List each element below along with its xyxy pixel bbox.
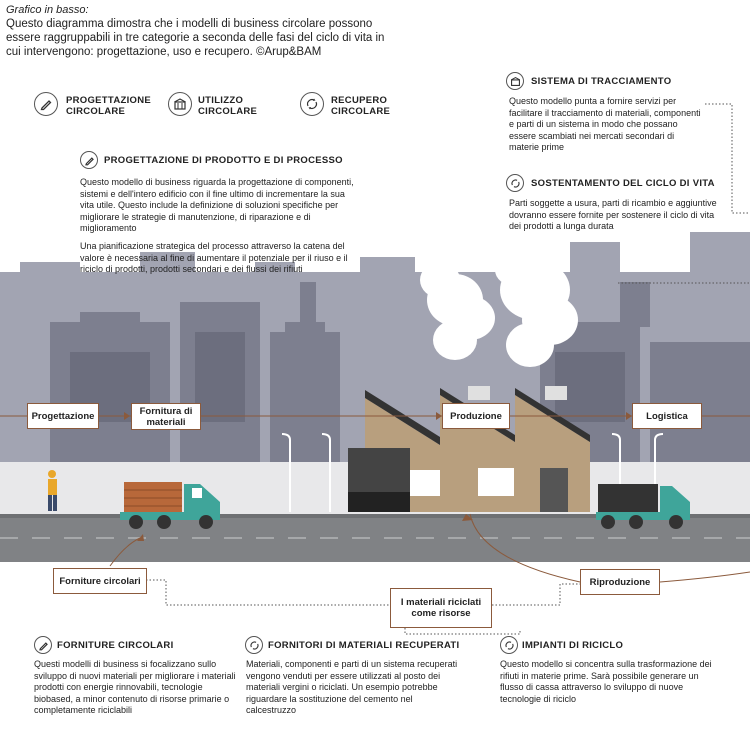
section-text-tracciamento: Questo modello punta a fornire servizi p… <box>509 96 701 153</box>
flow-arrowheads <box>124 412 632 541</box>
section-title-forniture: FORNITURE CIRCOLARI <box>57 640 174 651</box>
box-truck <box>596 484 690 529</box>
section-text-forniture: Questi modelli di business si focalizzan… <box>34 659 236 716</box>
caption-heading: Grafico in basso: <box>6 4 89 16</box>
section-text-impianti: Questo modello si concentra sulla trasfo… <box>500 659 712 704</box>
flow-box-progettazione: Progettazione <box>27 403 99 429</box>
section-text-fornitori: Materiali, componenti e parti di un sist… <box>246 659 458 716</box>
section-title-impianti: IMPIANTI DI RICICLO <box>522 640 624 651</box>
log-truck <box>120 482 220 529</box>
section-text-sostentamento: Parti soggette a usura, parti di ricambi… <box>509 198 717 232</box>
flow-box-riproduzione: Riproduzione <box>580 569 660 595</box>
factory <box>348 386 590 512</box>
flow-box-produzione: Produzione <box>442 403 510 429</box>
worker-figure <box>48 470 57 511</box>
section-text-progettazione-2: Una pianificazione strategica del proces… <box>80 241 348 275</box>
recycle-icon <box>245 636 263 654</box>
street-lamps <box>281 433 664 512</box>
section-text-progettazione-1: Questo modello di business riguarda la p… <box>80 177 354 234</box>
section-title-progettazione: PROGETTAZIONE DI PRODOTTO E DI PROCESSO <box>104 155 343 166</box>
category-label-utilizzo: UTILIZZO CIRCOLARE <box>198 95 258 117</box>
pencil-icon <box>80 151 98 169</box>
smoke-clouds <box>420 254 578 367</box>
section-title-sostentamento: SOSTENTAMENTO DEL CICLO DI VITA <box>531 178 715 189</box>
pencil-icon <box>34 636 52 654</box>
flow-box-forniture-circolari: Forniture circolari <box>53 568 147 594</box>
pencil-icon <box>34 92 58 116</box>
caption-text: Questo diagramma dimostra che i modelli … <box>6 18 385 58</box>
dotted-connectors <box>146 103 750 635</box>
section-title-fornitori: FORNITORI DI MATERIALI RECUPERATI <box>268 640 460 651</box>
recycle-icon <box>300 92 324 116</box>
building-icon <box>506 72 524 90</box>
flow-box-materiali-riciclati: I materiali riciclati come risorse <box>390 588 492 628</box>
category-label-progettazione: PROGETTAZIONE CIRCOLARE <box>66 95 152 117</box>
recycle-icon <box>506 174 524 192</box>
recycle-icon <box>500 636 518 654</box>
flow-box-logistica: Logistica <box>632 403 702 429</box>
section-title-tracciamento: SISTEMA DI TRACCIAMENTO <box>531 76 672 87</box>
building-icon <box>168 92 192 116</box>
category-label-recupero: RECUPERO CIRCOLARE <box>331 95 391 117</box>
flow-box-fornitura: Fornitura di materiali <box>131 403 201 430</box>
